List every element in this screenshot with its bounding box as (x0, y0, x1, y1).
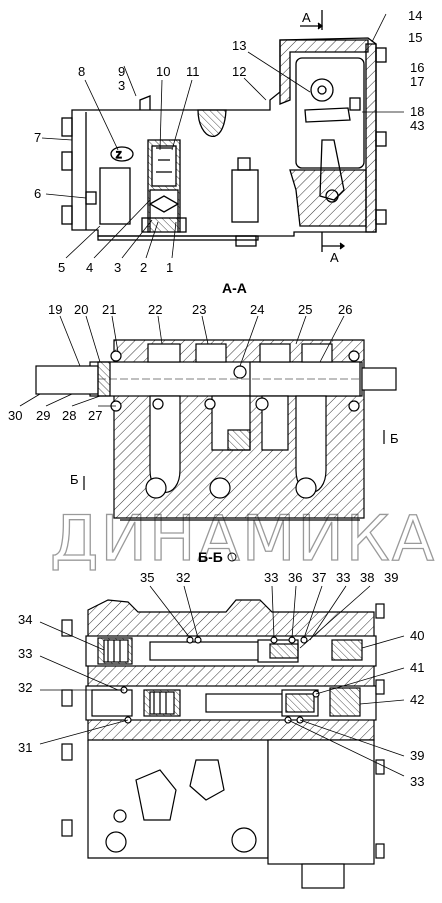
callout-29: 29 (36, 408, 50, 423)
section-aa-view (35, 339, 397, 521)
section-mark-b-right: Б (390, 431, 399, 446)
top-view: Z (61, 10, 387, 252)
section-bb-marker (227, 552, 237, 562)
callout-6: 6 (34, 186, 41, 201)
callout-13: 13 (232, 38, 246, 53)
callout-18: 18 (410, 104, 424, 119)
callout-4: 4 (86, 260, 93, 275)
callout-37: 37 (312, 570, 326, 585)
callout-8: 8 (78, 64, 85, 79)
callout-17: 17 (410, 74, 424, 89)
section-bb-title: Б-Б (198, 549, 223, 565)
callout-7: 7 (34, 130, 41, 145)
callout-25: 25 (298, 302, 312, 317)
callout-31: 31 (18, 740, 32, 755)
top-callouts: 1 2 3 4 5 6 7 8 9 3 10 11 12 13 14 15 16… (34, 8, 424, 275)
callout-43: 43 (410, 118, 424, 133)
section-bb-view (61, 599, 385, 889)
callout-35: 35 (140, 570, 154, 585)
top-leaders (41, 13, 404, 259)
callout-9: 9 (118, 64, 125, 79)
callout-15: 15 (408, 30, 422, 45)
callout-11: 11 (186, 64, 200, 79)
section-mark-b-left: Б (70, 472, 79, 487)
callout-36: 36 (288, 570, 302, 585)
callout-2: 2 (140, 260, 147, 275)
callout-33d: 33 (410, 774, 424, 789)
callout-24: 24 (250, 302, 264, 317)
callout-39b: 39 (410, 748, 424, 763)
callout-33: 33 (264, 570, 278, 585)
callout-38: 38 (360, 570, 374, 585)
callout-12: 12 (232, 64, 246, 79)
callout-40: 40 (410, 628, 424, 643)
aa-leaders (19, 315, 345, 407)
aa-callouts: 19 20 21 22 23 24 25 26 30 29 28 27 Б Б (8, 302, 399, 487)
callout-33b: 33 (336, 570, 350, 585)
callout-1: 1 (166, 260, 173, 275)
callout-10: 10 (156, 64, 170, 79)
callout-27: 27 (88, 408, 102, 423)
callout-30: 30 (8, 408, 22, 423)
callout-3b: 3 (118, 78, 125, 93)
callout-41: 41 (410, 660, 424, 675)
callout-20: 20 (74, 302, 88, 317)
callout-34: 34 (18, 612, 32, 627)
callout-39: 39 (384, 570, 398, 585)
section-mark-a-top: А (302, 10, 311, 25)
callout-14: 14 (408, 8, 422, 23)
callout-32: 32 (176, 570, 190, 585)
callout-3: 3 (114, 260, 121, 275)
section-mark-a-bottom: А (330, 250, 339, 265)
callout-16: 16 (410, 60, 424, 75)
callout-23: 23 (192, 302, 206, 317)
callout-26: 26 (338, 302, 352, 317)
bb-callouts: 35 32 33 36 37 33 38 39 34 40 33 41 32 4… (18, 570, 424, 789)
callout-22: 22 (148, 302, 162, 317)
svg-text:Z: Z (116, 150, 122, 160)
callout-28: 28 (62, 408, 76, 423)
callout-19: 19 (48, 302, 62, 317)
callout-42: 42 (410, 692, 424, 707)
bb-leaders (39, 585, 405, 777)
callout-21: 21 (102, 302, 116, 317)
callout-32b: 32 (18, 680, 32, 695)
callout-33c: 33 (18, 646, 32, 661)
callout-5: 5 (58, 260, 65, 275)
section-aa-title: А-А (222, 280, 247, 296)
